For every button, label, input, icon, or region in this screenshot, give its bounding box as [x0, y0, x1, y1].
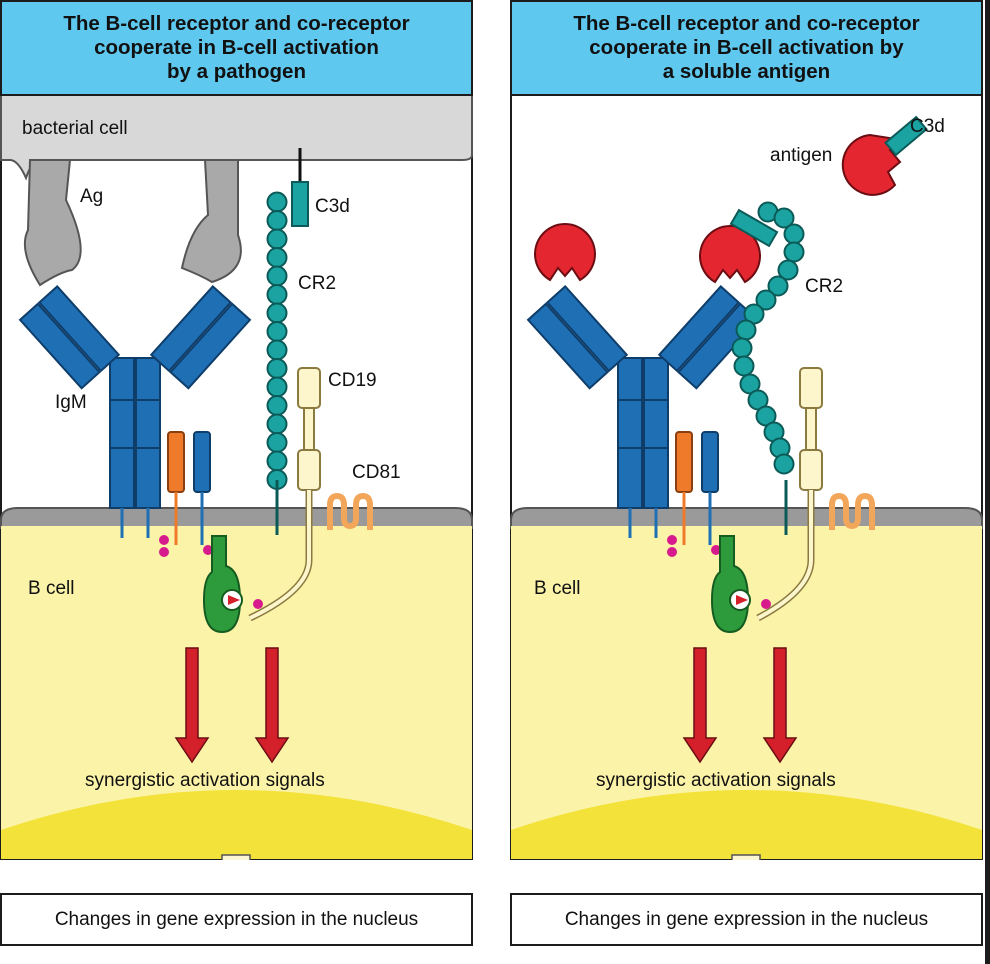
open-arrow	[221, 854, 251, 860]
cr2-bead	[266, 358, 288, 379]
signal-arrow-1	[682, 647, 718, 764]
cr2-bead	[266, 395, 288, 416]
right-edge-bar	[985, 0, 990, 964]
cr2-bead	[755, 289, 777, 311]
ig-beta	[193, 431, 211, 493]
signal-arrow-2	[762, 647, 798, 764]
cd19-label: CD19	[328, 370, 377, 391]
cr2-bead	[266, 450, 288, 472]
cd19	[297, 367, 321, 491]
right-panel-title: The B-cell receptor and co-receptor coop…	[510, 0, 983, 96]
cr2-bead	[266, 321, 288, 342]
cr2-bead	[266, 228, 288, 250]
ag-label: Ag	[80, 186, 104, 207]
cr2-bead	[266, 302, 288, 324]
left-panel-drawing	[0, 94, 473, 860]
signal-arrow-1	[174, 647, 210, 764]
c3d-fragment	[291, 181, 309, 227]
left-panel: The B-cell receptor and co-receptor coop…	[0, 0, 473, 860]
cr2-bead	[266, 376, 288, 398]
igm-label: IgM	[55, 392, 87, 413]
cr2-chain	[266, 191, 288, 490]
c3d-label: C3d	[315, 196, 350, 217]
c3d-label: C3d	[910, 116, 945, 137]
antigen-label: antigen	[770, 145, 833, 166]
cr2-bead	[266, 210, 288, 231]
cr2-chain	[731, 201, 805, 475]
cd81	[327, 492, 373, 530]
cr2-bead	[266, 339, 288, 361]
open-arrow	[731, 854, 761, 860]
cr2-bead	[767, 275, 789, 297]
cd81-label: CD81	[352, 462, 401, 483]
cr2-bead	[266, 413, 288, 435]
cr2-bead	[731, 337, 753, 359]
cr2-bead	[777, 259, 799, 281]
signal-arrow-2	[254, 647, 290, 764]
cr2-bead	[266, 284, 288, 305]
cr2-bead	[783, 241, 805, 263]
cr2-bead	[266, 432, 288, 453]
pathogen-antigen-right	[180, 159, 242, 284]
b-cell-label: B cell	[534, 578, 581, 599]
bound-c3d	[729, 208, 779, 248]
nucleus-edge	[1, 790, 472, 859]
cr2-bead	[266, 191, 288, 213]
ig-alpha	[675, 431, 693, 493]
ig-alpha	[167, 431, 185, 493]
cd81	[829, 492, 875, 530]
cr2-label: CR2	[805, 276, 844, 297]
igm-receptor	[18, 285, 252, 509]
b-cell-membrane	[510, 507, 983, 529]
free-antigen	[841, 133, 905, 196]
signals-label: synergistic activation signals	[85, 770, 325, 791]
right-panel-drawing	[510, 94, 983, 860]
pathogen-antigen-left	[24, 159, 82, 287]
free-c3d	[884, 115, 928, 157]
cr2-bead	[266, 265, 288, 287]
left-footer-box: Changes in gene expression in the nucleu…	[0, 893, 473, 946]
ig-beta	[701, 431, 719, 493]
b-cell-membrane	[0, 507, 473, 529]
b-cell-label: B cell	[28, 578, 75, 599]
right-footer-box: Changes in gene expression in the nucleu…	[510, 893, 983, 946]
cr2-bead	[773, 453, 795, 475]
nucleus-edge	[511, 790, 982, 859]
right-panel: The B-cell receptor and co-receptor coop…	[510, 0, 983, 860]
cr2-bead	[733, 355, 755, 377]
cd19	[799, 367, 823, 491]
bacterial-cell-label: bacterial cell	[22, 118, 128, 139]
cr2-bead	[783, 223, 805, 245]
cr2-bead	[266, 247, 288, 268]
cr2-label: CR2	[298, 273, 337, 294]
left-panel-title: The B-cell receptor and co-receptor coop…	[0, 0, 473, 96]
cr2-bead	[773, 207, 795, 229]
cr2-bead	[735, 319, 757, 341]
bound-antigen-left	[534, 223, 596, 282]
signals-label: synergistic activation signals	[596, 770, 836, 791]
